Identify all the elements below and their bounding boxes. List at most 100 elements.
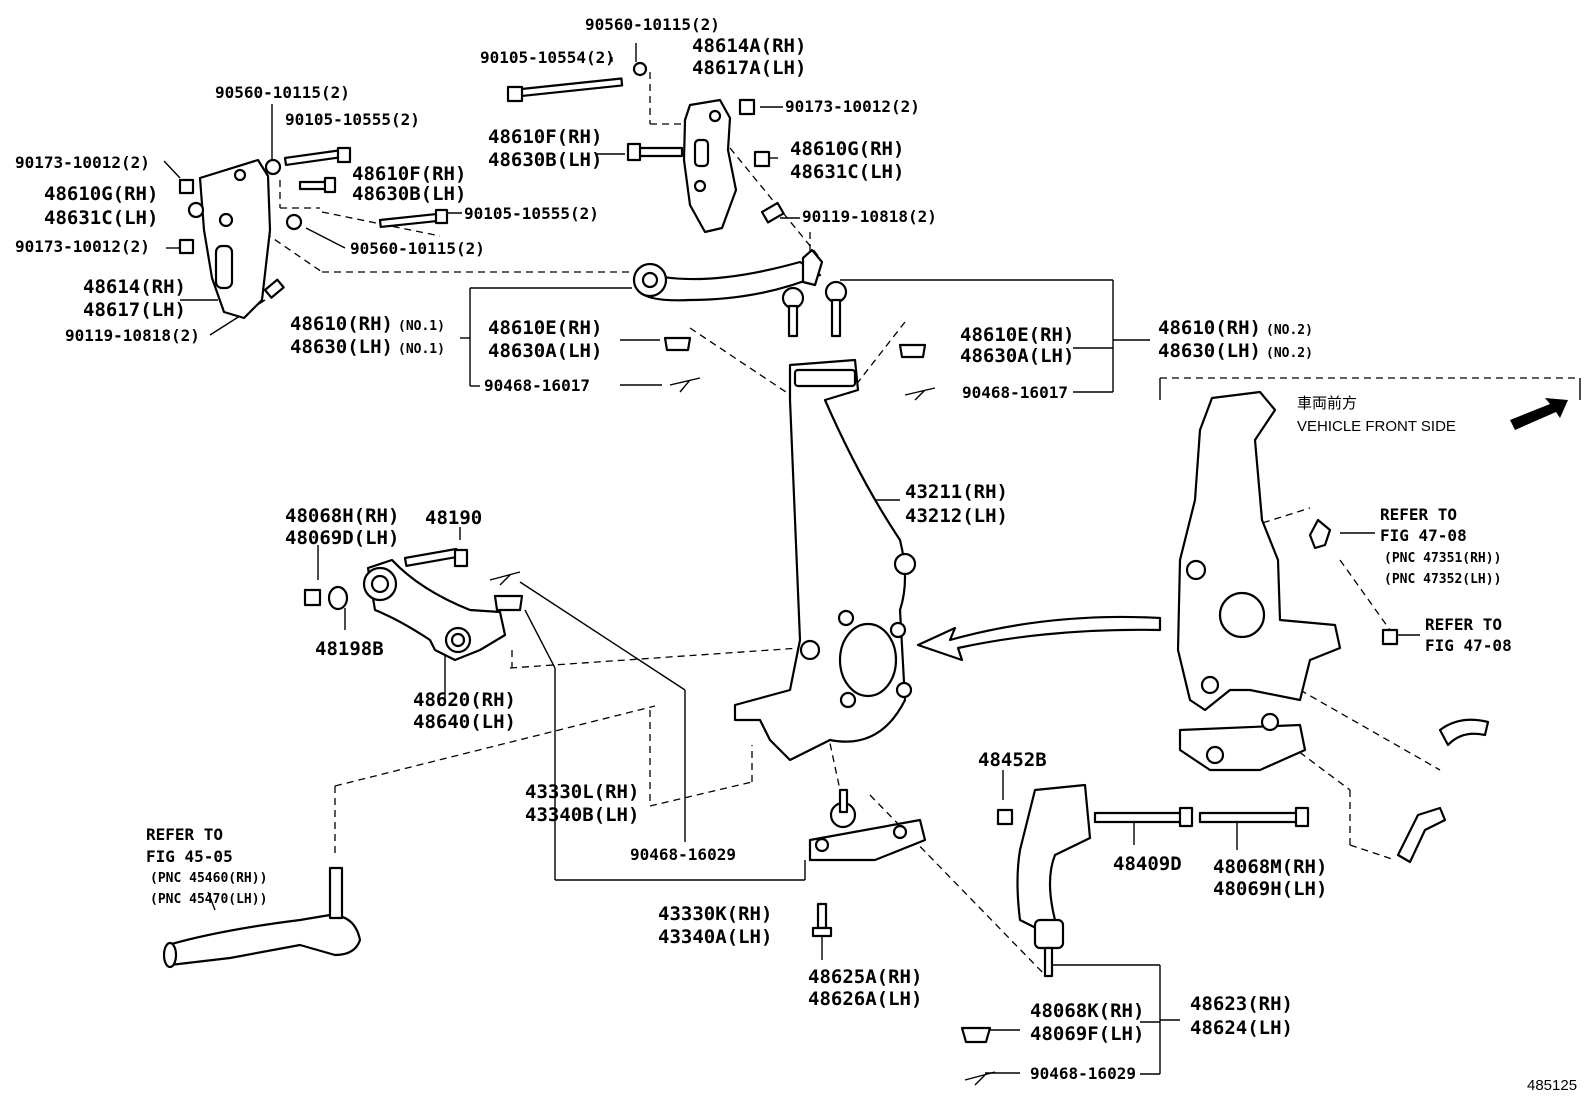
bolt-48610F-right	[626, 142, 684, 162]
nut-48610G-right	[753, 150, 771, 168]
ball-joint-43330	[808, 788, 927, 862]
label-90560-top: 90560-10115(2)	[585, 15, 720, 34]
label-48630A-left: 48630A(LH)	[488, 340, 602, 362]
label-48617A: 48617A(LH)	[692, 57, 806, 79]
label-48630-no1: 48630(LH)	[290, 336, 393, 358]
bolt-48409D	[1093, 806, 1194, 828]
bolt-48625A	[811, 902, 833, 938]
nut-48068H	[303, 588, 322, 607]
bolt-90105-mid	[378, 208, 449, 229]
bracket-48614	[198, 158, 272, 320]
refer-to-note-3: REFER TO	[146, 825, 223, 844]
label-48069F: 48069F(LH)	[1030, 1023, 1144, 1045]
bolt-90119-right	[760, 201, 785, 224]
label-43211: 43211(RH)	[905, 481, 1008, 503]
label-48610F-left: 48610F(RH)	[352, 163, 466, 185]
cotter-pin-right	[904, 387, 936, 401]
label-no2-a: (NO.2)	[1266, 323, 1313, 338]
bolt-48610F-left	[298, 176, 337, 194]
bracket-48614A	[682, 98, 738, 234]
label-48630-no2: 48630(LH)	[1158, 340, 1261, 362]
label-48610F-right: 48610F(RH)	[488, 126, 602, 148]
label-48626A: 48626A(LH)	[808, 988, 922, 1010]
label-48069H: 48069H(LH)	[1213, 878, 1327, 900]
label-43330L: 43330L(RH)	[525, 781, 639, 803]
label-48198B: 48198B	[315, 638, 384, 660]
label-90173-topright: 90173-10012(2)	[785, 97, 920, 116]
label-90173-left2: 90173-10012(2)	[15, 237, 150, 256]
inset-bolt-icon	[1381, 628, 1399, 646]
label-90468-16029-bottom: 90468-16029	[1030, 1064, 1136, 1083]
label-90173-left1: 90173-10012(2)	[15, 153, 150, 172]
nut-90560-mid	[285, 213, 303, 231]
label-90468-16029-mid: 90468-16029	[630, 845, 736, 864]
label-90105-left: 90105-10555(2)	[285, 110, 420, 129]
cotter-pin-lower	[489, 571, 521, 586]
refer-to-note-2: REFER TO	[1425, 615, 1502, 634]
label-48610-no1: 48610(RH)	[290, 313, 393, 335]
label-48630B-right: 48630B(LH)	[488, 149, 602, 171]
lower-arm-48620	[362, 558, 507, 662]
label-48614A: 48614A(RH)	[692, 35, 806, 57]
nut-48610G-left	[187, 201, 205, 219]
lower-link-48623	[1016, 783, 1092, 978]
knuckle-inset	[1176, 390, 1342, 772]
label-90560-left: 90560-10115(2)	[215, 83, 350, 102]
label-48631C-right: 48631C(LH)	[790, 161, 904, 183]
label-48610-no2: 48610(RH)	[1158, 317, 1261, 339]
nut-90173-left1	[178, 178, 195, 195]
label-48614: 48614(RH)	[83, 276, 186, 298]
inset-upper-mount	[1396, 718, 1490, 864]
bolt-90119-left	[263, 278, 285, 299]
label-no2-b: (NO.2)	[1266, 346, 1313, 361]
upper-arm-48610	[632, 248, 848, 338]
label-90468-16017-right: 90468-16017	[962, 383, 1068, 402]
label-43340A: 43340A(LH)	[658, 926, 772, 948]
knuckle-43211	[733, 358, 917, 762]
refer-fig-47-08-a: FIG 47-08	[1380, 526, 1467, 545]
part-labels: 90560-10115(2) 90105-10554(2) 48614A(RH)…	[15, 15, 1327, 1083]
bolt-48068H	[403, 547, 469, 568]
label-43340B: 43340B(LH)	[525, 804, 639, 826]
label-90560-mid: 90560-10115(2)	[350, 239, 485, 258]
vehicle-front-label-en: VEHICLE FRONT SIDE	[1297, 418, 1456, 435]
label-no1-a: (NO.1)	[398, 319, 445, 334]
label-48610G-left: 48610G(RH)	[44, 183, 158, 205]
nut-90560-left	[264, 158, 282, 176]
nut-ball-joint-lower	[493, 594, 524, 612]
refer-pnc-47352: (PNC 47352(LH))	[1384, 572, 1501, 587]
cotter-pin-left	[669, 377, 701, 393]
refer-fig-47-08-b: FIG 47-08	[1425, 636, 1512, 655]
nut-48068K	[960, 1026, 992, 1044]
washer-48198B	[327, 585, 349, 611]
label-48452B: 48452B	[978, 749, 1047, 771]
label-48069D: 48069D(LH)	[285, 527, 399, 549]
label-48610G-right: 48610G(RH)	[790, 138, 904, 160]
label-90105-mid: 90105-10555(2)	[464, 204, 599, 223]
label-48620: 48620(RH)	[413, 689, 516, 711]
label-48610E-right: 48610E(RH)	[960, 324, 1074, 346]
label-48630B-left: 48630B(LH)	[352, 183, 466, 205]
label-48068K: 48068K(RH)	[1030, 1000, 1144, 1022]
label-48625A: 48625A(RH)	[808, 966, 922, 988]
nut-48610E-left	[663, 336, 692, 352]
refer-fig-45-05: FIG 45-05	[146, 847, 233, 866]
refer-pnc-45460: (PNC 45460(RH))	[150, 871, 267, 886]
arrow-to-knuckle-icon	[916, 615, 1162, 662]
bolt-90105-left	[283, 146, 352, 167]
label-90105-top: 90105-10554(2)	[480, 48, 615, 67]
label-90119-right: 90119-10818(2)	[802, 207, 937, 226]
refer-to-note-1: REFER TO	[1380, 505, 1457, 524]
bolt-48068M	[1198, 806, 1310, 828]
tie-rod-end	[162, 866, 362, 969]
refer-pnc-47351: (PNC 47351(RH))	[1384, 551, 1501, 566]
label-48630A-right: 48630A(LH)	[960, 345, 1074, 367]
label-48640: 48640(LH)	[413, 711, 516, 733]
nut-90560-top	[632, 61, 648, 77]
diagram-id: 485125	[1527, 1077, 1577, 1094]
label-43212: 43212(LH)	[905, 505, 1008, 527]
nut-90173-left2	[178, 238, 195, 255]
label-43330K: 43330K(RH)	[658, 903, 772, 925]
vehicle-front-arrow-icon	[1510, 398, 1568, 430]
